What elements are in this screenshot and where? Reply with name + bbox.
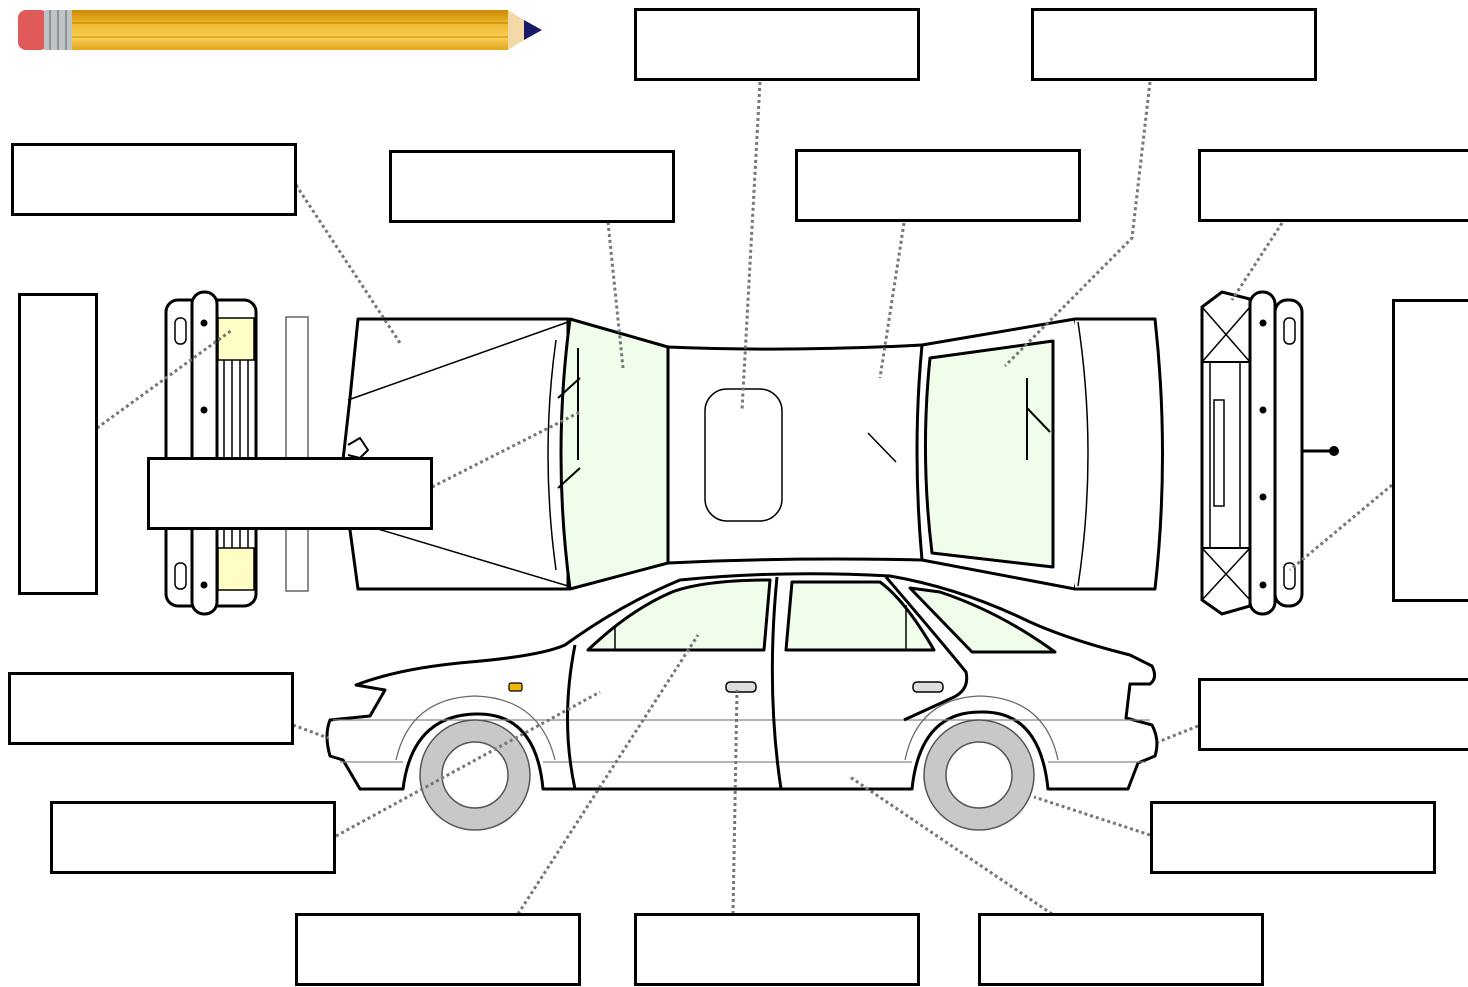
label-box-rear-lights[interactable] xyxy=(1198,149,1468,222)
label-box-roof-top[interactable] xyxy=(634,8,920,81)
car-rear-view xyxy=(1200,290,1339,616)
label-box-side-window[interactable] xyxy=(295,913,581,986)
label-box-door[interactable] xyxy=(978,913,1264,986)
car-front-view xyxy=(164,290,309,616)
label-box-bonnet[interactable] xyxy=(11,143,297,216)
label-box-front-bumper[interactable] xyxy=(8,672,294,745)
label-box-roof[interactable] xyxy=(795,149,1081,222)
label-box-rear-wheel[interactable] xyxy=(1150,801,1436,874)
pencil-icon xyxy=(18,10,542,50)
label-box-boot-top[interactable] xyxy=(1031,8,1317,81)
car-side-view xyxy=(325,572,1159,831)
leader-lines xyxy=(96,81,1393,916)
label-box-wipers[interactable] xyxy=(147,457,433,530)
label-box-door-handle[interactable] xyxy=(634,913,920,986)
label-box-number-plate[interactable] xyxy=(1392,299,1468,602)
car-top-view xyxy=(341,317,1164,591)
label-box-windscreen[interactable] xyxy=(389,150,675,223)
label-box-front-wheel[interactable] xyxy=(50,801,336,874)
label-box-headlights[interactable] xyxy=(18,293,98,595)
label-box-rear-bumper[interactable] xyxy=(1198,678,1468,751)
